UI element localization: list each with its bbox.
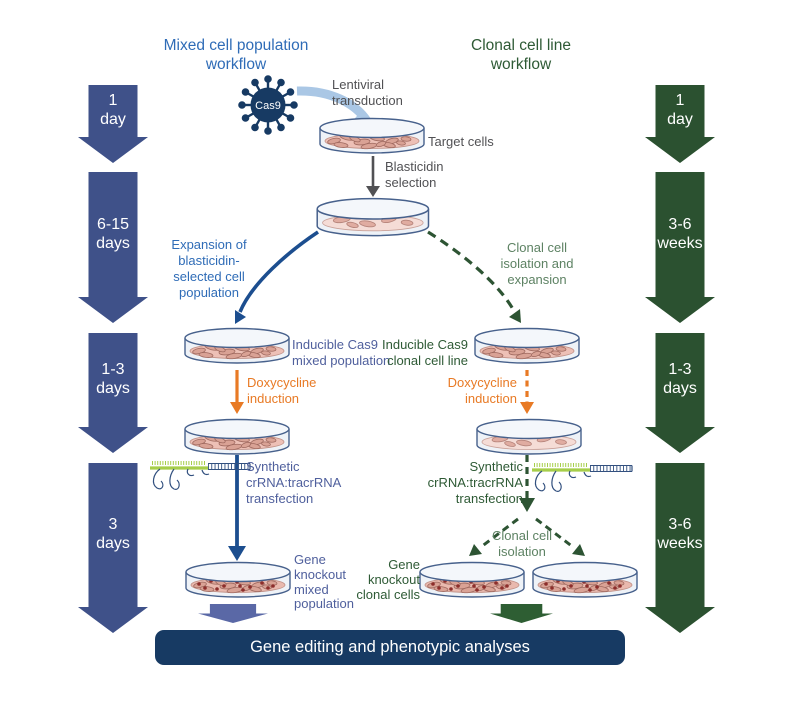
crrna-tracrrna-icon-right [532, 465, 632, 491]
petri-dish-inducible-clonal [475, 329, 579, 364]
synthetic-crrna-left-label: Synthetic crRNA:tracrRNA transfection [246, 459, 342, 506]
inducible-cas9-mixed-label: Inducible Cas9 mixed population [292, 337, 391, 368]
blasticidin-selection-label: Blasticidin selection [385, 159, 444, 190]
gene-knockout-mixed-label: Gene knockout mixed population [294, 552, 354, 612]
synthetic-crrna-right-label: Synthetic crRNA:tracrRNA transfection [427, 459, 523, 506]
timeline-right-3-6-weeks-lower: 3-6 weeks [645, 463, 715, 633]
expansion-label: Expansion of blasticidin- selected cell … [171, 237, 247, 300]
timeline-right-3-6-weeks-upper: 3-6 weeks [645, 172, 715, 323]
petri-dish-knockout-mixed [186, 563, 290, 598]
timeline-right-1-day-label: 1 day [667, 92, 693, 128]
cas9-label: Cas9 [255, 100, 281, 112]
petri-dish-dox-induced-mixed [185, 420, 289, 455]
gene-knockout-clonal-label: Gene knockout clonal cells [356, 557, 420, 602]
timeline-left-6-15-days-label: 6-15 days [96, 215, 130, 252]
mixed-to-banner-arrow [198, 604, 268, 623]
timeline-right-1-day: 1 day [645, 85, 715, 163]
clonal-cell-isolation-label: Clonal cell isolation [492, 528, 552, 559]
timeline-left-1-day-label: 1 day [100, 92, 126, 128]
transfection-arrow-left [228, 455, 246, 561]
timeline-right-1-3-days: 1-3 days [645, 333, 715, 453]
timeline-left-1-3-days: 1-3 days [78, 333, 148, 453]
timeline-left-6-15-days: 6-15 days [78, 172, 148, 323]
cas9-virus-icon: Cas9 [238, 75, 298, 135]
timeline-left-1-day: 1 day [78, 85, 148, 163]
gene-editing-banner: Gene editing and phenotypic analyses [155, 630, 625, 665]
petri-dish-target-cells [320, 119, 424, 154]
doxycycline-induction-right-label: Doxycycline induction [447, 375, 517, 406]
clonal-to-banner-arrow [490, 604, 553, 623]
timeline-right-3-6-weeks-upper-label: 3-6 weeks [657, 215, 703, 252]
petri-dish-inducible-mixed [185, 329, 289, 364]
petri-dish-knockout-clonal-1 [420, 563, 524, 598]
timeline-left-1-3-days-label: 1-3 days [96, 361, 130, 397]
gene-editing-banner-label: Gene editing and phenotypic analyses [250, 638, 530, 656]
petri-dish-knockout-clonal-2 [533, 563, 637, 598]
doxycycline-induction-left-label: Doxycycline induction [247, 375, 317, 406]
mixed-workflow-title: Mixed cell population workflow [163, 37, 309, 74]
inducible-cas9-clonal-label: Inducible Cas9 clonal cell line [382, 337, 468, 368]
target-cells-label: Target cells [428, 134, 494, 149]
crrna-tracrrna-icon-left [150, 463, 250, 489]
timeline-right-3-6-weeks-lower-label: 3-6 weeks [657, 516, 703, 552]
blasticidin-arrow [366, 156, 380, 197]
doxycycline-arrow-right [520, 370, 534, 414]
lentiviral-transduction-label: Lentiviral transduction [332, 77, 403, 108]
clonal-isolation-expansion-label: Clonal cell isolation and expansion [500, 240, 574, 287]
timeline-left-3-days-label: 3 days [96, 516, 130, 552]
doxycycline-arrow-left [230, 370, 244, 414]
timeline-left-3-days: 3 days [78, 463, 148, 633]
clonal-workflow-title: Clonal cell line workflow [471, 37, 571, 74]
petri-dish-blasticidin-selected [317, 199, 428, 236]
petri-dish-dox-induced-clonal [477, 420, 581, 455]
timeline-right-1-3-days-label: 1-3 days [663, 361, 697, 397]
